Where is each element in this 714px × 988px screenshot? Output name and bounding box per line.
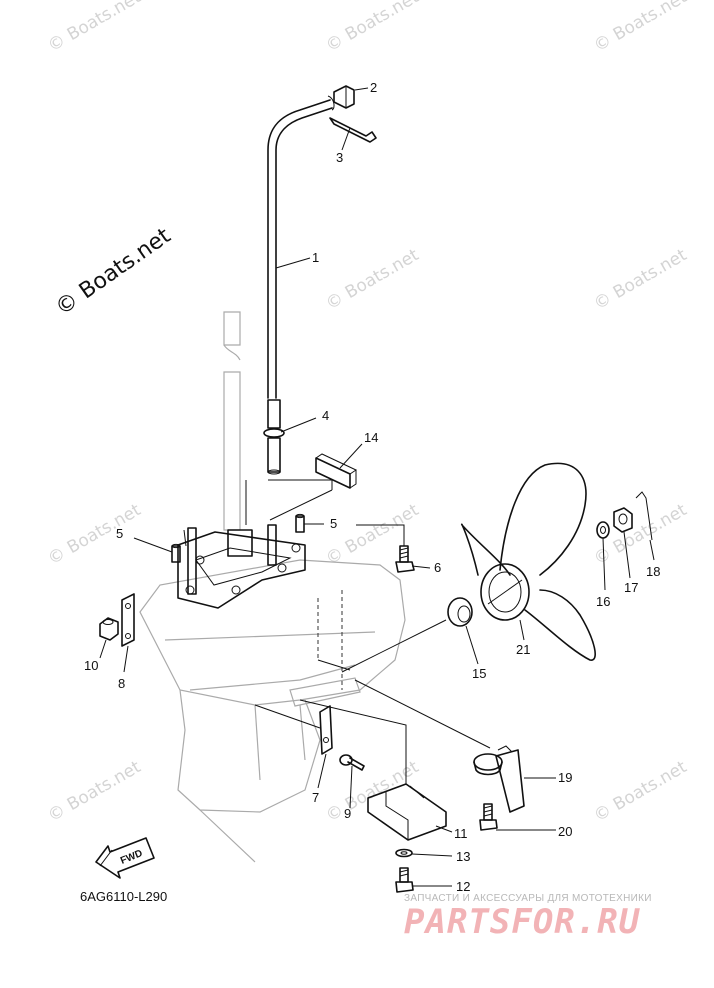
callout-9: 9 <box>344 806 351 821</box>
callout-20: 20 <box>558 824 572 839</box>
callout-3: 3 <box>336 150 343 165</box>
nut-17 <box>613 507 633 533</box>
washer-13 <box>395 848 413 858</box>
watermark-large: © Boats.net <box>51 223 176 321</box>
grommet <box>333 85 355 109</box>
bolt-6 <box>395 545 415 573</box>
watermark: © Boats.net <box>323 0 423 56</box>
callout-14: 14 <box>364 430 378 445</box>
watermark: © Boats.net <box>591 0 691 56</box>
brand-watermark: ЗАПЧАСТИ И АКСЕССУАРЫ ДЛЯ МОТОТЕХНИКИ PA… <box>404 893 696 942</box>
callout-17: 17 <box>624 580 638 595</box>
assembly-lines <box>183 524 491 784</box>
callout-4: 4 <box>322 408 329 423</box>
callout-8: 8 <box>118 676 125 691</box>
propeller-21 <box>460 462 596 661</box>
watermark: © Boats.net <box>45 757 145 826</box>
dowel-pin-right <box>295 513 305 533</box>
clip <box>329 117 377 143</box>
callout-7: 7 <box>312 790 319 805</box>
diagram-code: 6AG6110-L290 <box>80 889 168 904</box>
bracket-7 <box>319 705 333 755</box>
dowel-pin-left <box>171 543 181 563</box>
watermark: © Boats.net <box>591 500 691 569</box>
nut-10 <box>99 617 119 641</box>
drive-shaft <box>223 311 241 531</box>
fwd-arrow-icon: FWD <box>95 837 155 879</box>
callout-2: 2 <box>370 80 377 95</box>
callout-13: 13 <box>456 849 470 864</box>
callout-18: 18 <box>646 564 660 579</box>
brand-tagline: ЗАПЧАСТИ И АКСЕССУАРЫ ДЛЯ МОТОТЕХНИКИ <box>404 893 652 904</box>
brand-logo: PARTSFOR.RU <box>404 902 641 942</box>
callout-5-right: 5 <box>330 516 337 531</box>
tube-seal <box>263 399 285 475</box>
callout-21: 21 <box>516 642 530 657</box>
bolt-20 <box>479 803 498 831</box>
leader-lines <box>99 87 655 887</box>
spacer-15 <box>447 597 473 627</box>
trim-tab-19 <box>473 745 525 813</box>
callouts: 1 2 3 4 5 5 6 7 8 9 10 11 12 13 14 15 16… <box>84 80 660 894</box>
bracket-8 <box>121 593 135 647</box>
callout-15: 15 <box>472 666 486 681</box>
bolt-12 <box>395 867 414 893</box>
screw-9 <box>339 754 365 771</box>
callout-12: 12 <box>456 879 470 894</box>
watermarks: © Boats.net © Boats.net © Boats.net © Bo… <box>45 0 691 826</box>
pump-base <box>177 479 333 609</box>
callout-1: 1 <box>312 250 319 265</box>
water-tube <box>267 95 335 399</box>
watermark: © Boats.net <box>323 245 423 314</box>
callout-19: 19 <box>558 770 572 785</box>
callout-16: 16 <box>596 594 610 609</box>
watermark: © Boats.net <box>45 500 145 569</box>
cotter-pin-18 <box>635 491 653 541</box>
rubber-seal-14 <box>315 453 358 489</box>
callout-5-left: 5 <box>116 526 123 541</box>
watermark: © Boats.net <box>45 0 145 56</box>
callout-10: 10 <box>84 658 98 673</box>
callout-11: 11 <box>454 826 468 841</box>
watermark: © Boats.net <box>591 757 691 826</box>
callout-6: 6 <box>434 560 441 575</box>
watermark: © Boats.net <box>591 245 691 314</box>
washer-16 <box>596 521 610 539</box>
